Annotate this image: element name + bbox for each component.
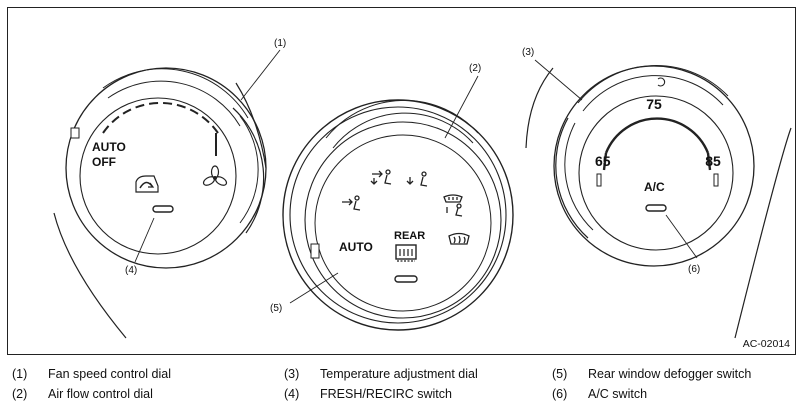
callout-line-2 <box>444 75 479 139</box>
air-flow-switch-indicator <box>394 275 418 283</box>
legend-num: (2) <box>12 387 28 401</box>
rear-defogger-switch[interactable] <box>395 244 417 262</box>
fan-icon <box>202 165 228 186</box>
vent-mode-icons <box>342 169 470 245</box>
fresh-recirc-switch[interactable] <box>152 205 174 213</box>
callout-line-6 <box>665 214 698 259</box>
legend-item-4: (4) FRESH/RECIRC switch <box>272 386 452 402</box>
ac-label: A/C <box>644 180 665 194</box>
legend-text: Fan speed control dial <box>48 367 171 381</box>
temp-low-label: 65 <box>595 153 611 169</box>
legend-text: Temperature adjustment dial <box>320 367 478 381</box>
control-panel-illustration: AUTO OFF (1) (4) <box>53 38 792 350</box>
panel-outline <box>53 67 792 339</box>
legend-text: FRESH/RECIRC switch <box>320 387 452 401</box>
callout-4: (4) <box>125 265 137 276</box>
air-flow-dial[interactable] <box>282 99 514 331</box>
temp-mid-label: 75 <box>646 96 662 112</box>
vent-floor-icon <box>406 171 428 187</box>
legend-num: (5) <box>552 367 568 381</box>
temperature-dial[interactable] <box>553 64 755 267</box>
diagram-frame: AUTO OFF (1) (4) <box>7 7 796 355</box>
callout-line-1 <box>240 49 281 101</box>
legend-num: (1) <box>12 367 28 381</box>
legend-num: (4) <box>284 387 300 401</box>
fan-off-label: OFF <box>92 155 116 169</box>
legend-item-2: (2) Air flow control dial <box>0 386 153 402</box>
callout-line-3 <box>534 59 583 101</box>
ac-switch[interactable] <box>645 204 667 212</box>
legend-num: (6) <box>552 387 568 401</box>
legend-text: Air flow control dial <box>48 387 153 401</box>
legend-num: (3) <box>284 367 300 381</box>
legend-text: A/C switch <box>588 387 648 401</box>
callout-2: (2) <box>469 63 481 74</box>
temp-high-label: 85 <box>705 153 721 169</box>
fan-auto-label: AUTO <box>92 140 126 154</box>
legend-item-3: (3) Temperature adjustment dial <box>272 366 478 382</box>
callout-5: (5) <box>270 303 282 314</box>
callout-3: (3) <box>522 47 534 58</box>
recirc-icon <box>135 175 159 193</box>
legend-item-6: (6) A/C switch <box>540 386 647 402</box>
figure-code: AC-02014 <box>743 338 790 350</box>
defrost-icon <box>448 232 470 245</box>
callout-6: (6) <box>688 264 700 275</box>
callout-line-5 <box>289 272 339 304</box>
callout-1: (1) <box>274 38 286 49</box>
legend-text: Rear window defogger switch <box>588 367 752 381</box>
rear-label: REAR <box>394 230 425 242</box>
vent-bilevel-icon <box>370 169 392 185</box>
legend: (1) Fan speed control dial (2) Air flow co… <box>0 360 805 415</box>
vent-face-icon <box>342 195 361 211</box>
callout-line-4 <box>134 217 155 263</box>
legend-item-1: (1) Fan speed control dial <box>0 366 171 382</box>
fan-speed-dial[interactable] <box>65 67 267 269</box>
vent-floor-defrost-icon <box>443 194 463 217</box>
legend-item-5: (5) Rear window defogger switch <box>540 366 751 382</box>
airflow-auto-label: AUTO <box>339 240 373 254</box>
